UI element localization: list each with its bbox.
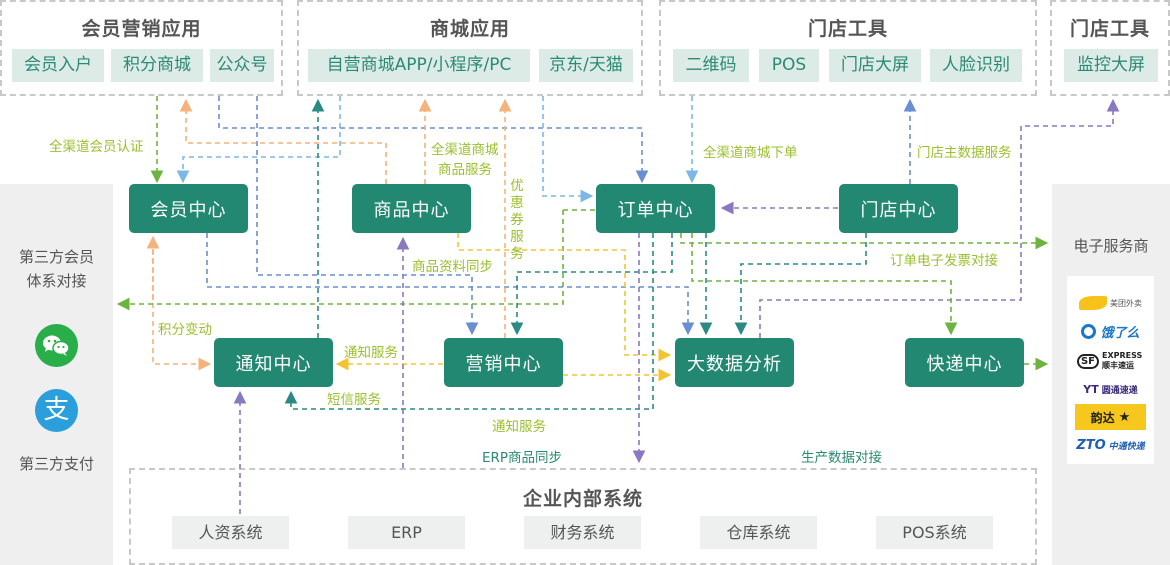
logo-meituan: 美团外卖 bbox=[1067, 290, 1154, 316]
node-member-center[interactable]: 会员中心 bbox=[129, 184, 248, 233]
line-jd-to-order bbox=[542, 96, 594, 203]
node-marketing-center[interactable]: 营销中心 bbox=[444, 338, 563, 387]
label-points-change: 积分变动 bbox=[158, 322, 212, 338]
label-coupon-service: 优惠券服务 bbox=[510, 178, 524, 262]
label-erp-sync: ERP商品同步 bbox=[482, 450, 563, 466]
node-order-center[interactable]: 订单中心 bbox=[596, 184, 715, 233]
line-order-to-express bbox=[691, 233, 958, 336]
group-title: 门店工具 bbox=[807, 18, 888, 40]
member-text-line1: 第三方会员 bbox=[18, 248, 94, 266]
line-order-to-marketing bbox=[510, 233, 673, 336]
label-notify-service-2: 通知服务 bbox=[492, 419, 546, 435]
label-notify-service-1: 通知服务 bbox=[344, 345, 398, 361]
chip-member-register[interactable]: 会员入户 bbox=[12, 49, 104, 82]
chip-self-mall[interactable]: 自营商城APP/小程序/PC bbox=[308, 49, 530, 82]
group-title: 门店工具 bbox=[1069, 18, 1150, 40]
node-notify-center[interactable]: 通知中心 bbox=[214, 338, 333, 387]
logo-yto: YT 圆通速递 bbox=[1083, 382, 1138, 396]
line-member-to-bigdata bbox=[206, 233, 695, 336]
sys-finance[interactable]: 财务系统 bbox=[524, 516, 641, 549]
line-invoice bbox=[680, 233, 1049, 250]
logo-yunda: 韵达 ★ bbox=[1075, 404, 1146, 430]
group-store-tools: 门店工具 二维码 POS 门店大屏 人脸识别 bbox=[659, 0, 1037, 96]
line-bigdata-to-monitor bbox=[759, 98, 1120, 338]
label-mall-order: 全渠道商城下单 bbox=[703, 145, 798, 161]
third-party-payment-text: 第三方支付 bbox=[18, 455, 94, 473]
logo-zto: ZTO 中通快递 bbox=[1076, 437, 1145, 453]
logo-card: 美团外卖 饿了么 SF EXPRESS 顺丰速运 YT 圆通速递 韵达 ★ ZT… bbox=[1067, 276, 1154, 464]
node-express-center[interactable]: 快递中心 bbox=[905, 338, 1024, 387]
sys-erp[interactable]: ERP bbox=[348, 516, 465, 549]
wechat-icon bbox=[35, 324, 78, 367]
line-store-to-bigdata bbox=[734, 233, 867, 336]
label-member-auth: 全渠道会员认证 bbox=[49, 139, 144, 155]
chip-jd-tmall[interactable]: 京东/天猫 bbox=[539, 49, 633, 82]
chip-store-screen[interactable]: 门店大屏 bbox=[829, 49, 921, 82]
label-sms-service: 短信服务 bbox=[327, 392, 381, 408]
line-mall-to-member bbox=[176, 96, 341, 184]
sys-hr[interactable]: 人资系统 bbox=[172, 516, 289, 549]
line-to-third-party bbox=[120, 209, 595, 304]
chip-points-mall[interactable]: 积分商城 bbox=[111, 49, 203, 82]
chip-pos[interactable]: POS bbox=[759, 49, 819, 82]
label-invoice: 订单电子发票对接 bbox=[890, 253, 998, 269]
group-title: 会员营销应用 bbox=[81, 18, 202, 40]
label-mall-product-service-2: 商品服务 bbox=[438, 162, 492, 178]
group-mall-apps: 商城应用 自营商城APP/小程序/PC 京东/天猫 bbox=[297, 0, 643, 96]
line-product-to-pointsmall bbox=[179, 98, 387, 184]
e-service-provider-title: 电子服务商 bbox=[1073, 237, 1149, 255]
line-product-sync-bigdata bbox=[457, 233, 672, 362]
line-account-to-order bbox=[218, 96, 649, 184]
node-store-center[interactable]: 门店中心 bbox=[839, 184, 958, 233]
label-mall-product-service-1: 全渠道商城 bbox=[431, 142, 499, 158]
member-text-line2: 体系对接 bbox=[26, 272, 87, 290]
sys-pos[interactable]: POS系统 bbox=[876, 516, 993, 549]
left-panel: 第三方会员 体系对接 支 第三方支付 bbox=[0, 184, 113, 565]
logo-sf-express: SF EXPRESS 顺丰速运 bbox=[1067, 348, 1154, 374]
group-member-marketing: 会员营销应用 会员入户 积分商城 公众号 bbox=[0, 0, 283, 96]
alipay-icon: 支 bbox=[35, 389, 78, 432]
sys-warehouse[interactable]: 仓库系统 bbox=[700, 516, 817, 549]
logo-eleme: 饿了么 bbox=[1067, 318, 1154, 344]
label-production-data: 生产数据对接 bbox=[801, 450, 882, 466]
internal-title: 企业内部系统 bbox=[522, 488, 643, 510]
chip-face-recognition[interactable]: 人脸识别 bbox=[930, 49, 1022, 82]
chip-monitor-screen[interactable]: 监控大屏 bbox=[1064, 49, 1158, 82]
node-product-center[interactable]: 商品中心 bbox=[352, 184, 471, 233]
group-title: 商城应用 bbox=[429, 18, 510, 40]
chip-qrcode[interactable]: 二维码 bbox=[673, 49, 749, 82]
chip-official-account[interactable]: 公众号 bbox=[210, 49, 274, 82]
line-points-change bbox=[152, 240, 212, 371]
group-store-tools-2: 门店工具 监控大屏 bbox=[1050, 0, 1170, 96]
label-product-sync: 商品资料同步 bbox=[412, 259, 493, 275]
group-internal-systems: 企业内部系统 人资系统 ERP 财务系统 仓库系统 POS系统 bbox=[129, 468, 1037, 565]
label-store-master-data: 门店主数据服务 bbox=[917, 145, 1012, 161]
node-bigdata[interactable]: 大数据分析 bbox=[675, 338, 794, 387]
third-party-member-text: 第三方会员 体系对接 bbox=[0, 245, 113, 293]
